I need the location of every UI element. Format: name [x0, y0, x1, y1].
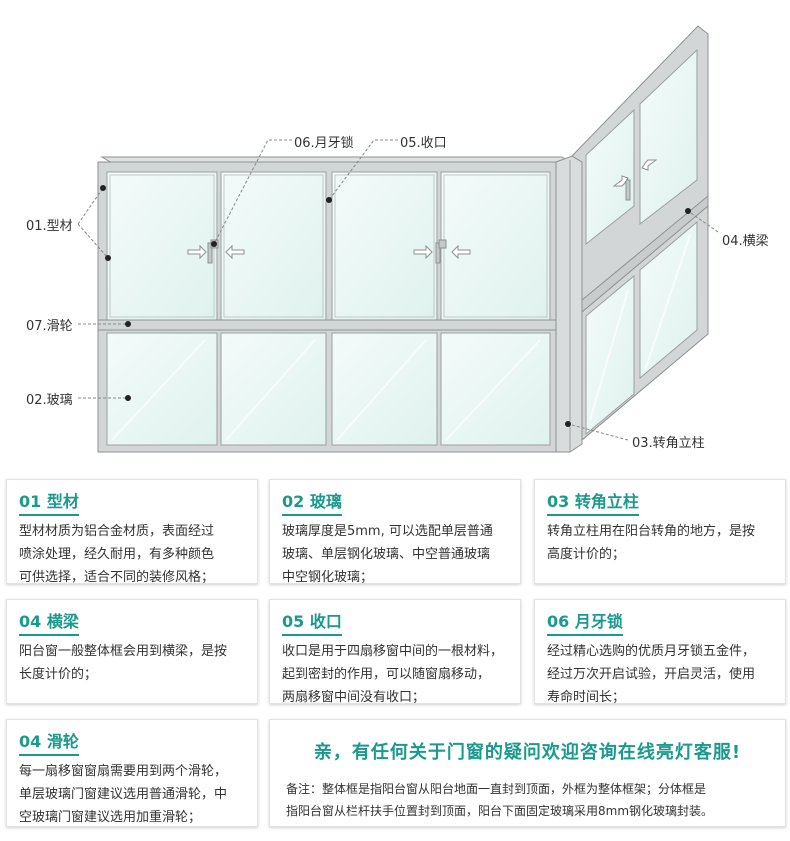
card-title: 01 型材 — [19, 488, 79, 516]
card-body: 收口是用于四扇移窗中间的一根材料， 起到密封的作用，可以随窗扇移动， 两扇移窗中… — [282, 644, 504, 705]
callout-roller: 07.滑轮 — [26, 319, 73, 334]
card-title: 04 横梁 — [19, 608, 79, 636]
card-body: 每一扇移窗窗扇需要用到两个滑轮， 单层玻璃门窗建议选用普通滑轮，中 空玻璃门窗建… — [19, 764, 228, 825]
card-roller: 04 滑轮 每一扇移窗窗扇需要用到两个滑轮， 单层玻璃门窗建议选用普通滑轮，中 … — [6, 719, 258, 827]
card-body: 玻璃厚度是5mm, 可以选配单层普通 玻璃、单层钢化玻璃、中空普通玻璃 中空钢化… — [282, 524, 493, 585]
card-title: 02 玻璃 — [282, 488, 342, 516]
card-glass: 02 玻璃 玻璃厚度是5mm, 可以选配单层普通 玻璃、单层钢化玻璃、中空普通玻… — [269, 479, 521, 585]
front-window-frame — [97, 156, 574, 453]
promo-title: 亲，有任何关于门窗的疑问欢迎咨询在线亮灯客服! — [313, 742, 742, 763]
card-body: 型材材质为铝合金材质，表面经过 喷涂处理，经久耐用，有多种颜色 可供选择，适合不… — [19, 524, 215, 585]
card-profile: 01 型材 型材材质为铝合金材质，表面经过 喷涂处理，经久耐用，有多种颜色 可供… — [6, 479, 258, 585]
card-body: 阳台窗一般整体框会用到横梁，是按 长度计价的； — [19, 644, 228, 682]
crescent-lock-icon — [413, 239, 471, 264]
callout-glass: 02.玻璃 — [26, 393, 73, 408]
corner-post — [555, 155, 583, 453]
card-body: 经过精心选购的优质月牙锁五金件， 经过万次开启试验，开启灵活，使用 寿命时间长； — [547, 644, 756, 705]
card-beam: 04 横梁 阳台窗一般整体框会用到横梁，是按 长度计价的； — [6, 599, 258, 704]
promo-note: 备注：整体框是指阳台窗从阳台地面一直封到顶面，外框为整体框架；分体框是 指阳台窗… — [286, 782, 714, 818]
callout-closure: 05.收口 — [400, 136, 447, 151]
callout-leaders — [77, 139, 719, 441]
card-title: 06 月牙锁 — [547, 608, 623, 636]
callout-corner-post: 03.转角立柱 — [632, 436, 705, 451]
card-title: 03 转角立柱 — [547, 488, 639, 516]
crescent-lock-icon — [187, 239, 245, 264]
callout-profile: 01.型材 — [26, 219, 73, 234]
callout-lock: 06.月牙锁 — [294, 136, 354, 151]
window-diagram: 01.型材 07.滑轮 02.玻璃 06.月牙锁 05.收口 04.横梁 03.… — [26, 25, 769, 453]
card-corner-post: 03 转角立柱 转角立柱用在阳台转角的地方，是按 高度计价的； — [534, 479, 786, 584]
card-lock: 06 月牙锁 经过精心选购的优质月牙锁五金件， 经过万次开启试验，开启灵活，使用… — [534, 599, 786, 705]
card-closure: 05 收口 收口是用于四扇移窗中间的一根材料， 起到密封的作用，可以随窗扇移动，… — [269, 599, 521, 705]
balcony-window-illustration — [77, 25, 719, 453]
card-title: 05 收口 — [282, 608, 342, 636]
callout-beam: 04.横梁 — [722, 234, 769, 249]
card-title: 04 滑轮 — [19, 728, 79, 756]
side-window-frame — [571, 25, 709, 442]
card-body: 转角立柱用在阳台转角的地方，是按 高度计价的； — [547, 524, 756, 562]
callout-dots — [100, 185, 691, 427]
promo-card: 亲，有任何关于门窗的疑问欢迎咨询在线亮灯客服! 备注：整体框是指阳台窗从阳台地面… — [269, 719, 786, 827]
